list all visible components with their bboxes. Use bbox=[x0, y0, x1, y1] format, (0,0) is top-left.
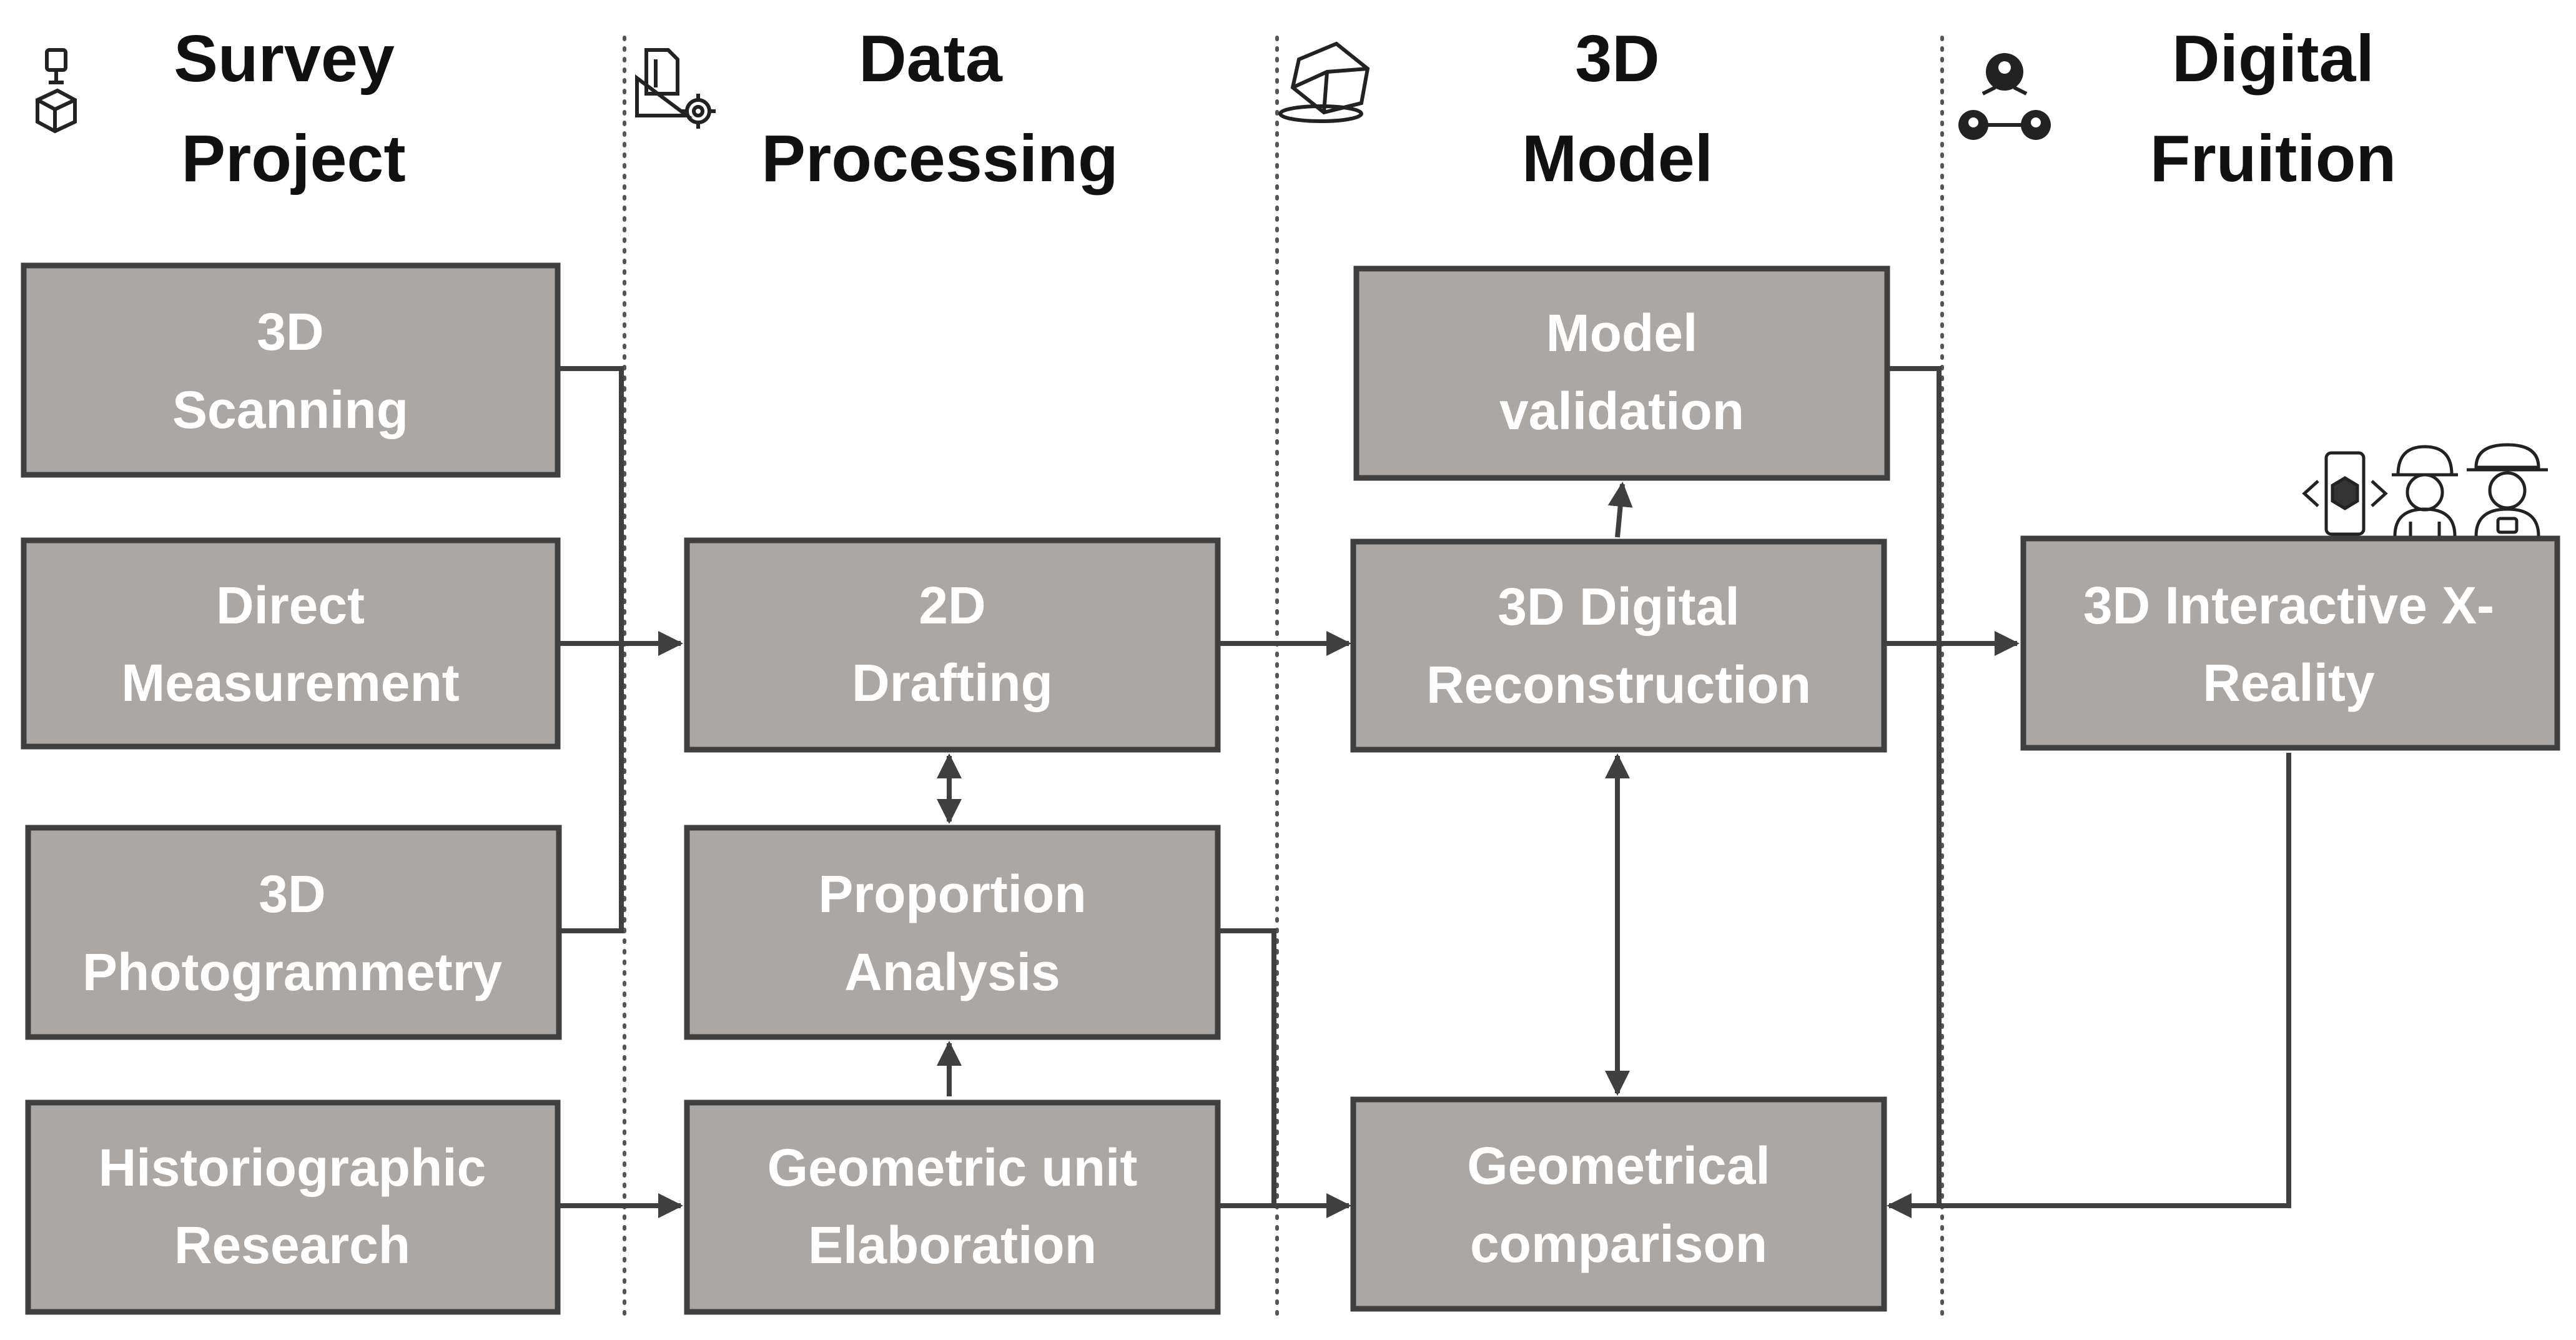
connector-xreality-to-comparison bbox=[1887, 753, 2291, 1218]
header-data-line1: Data bbox=[859, 22, 1003, 96]
box-2d-drafting: 2D Drafting bbox=[684, 537, 1221, 753]
header-fruition-line2: Fruition bbox=[2150, 122, 2396, 196]
header-fruition-line1: Digital bbox=[2172, 22, 2374, 96]
box-3d-scanning: 3D Scanning bbox=[21, 262, 561, 478]
box-direct-measurement-line2: Measurement bbox=[121, 653, 460, 712]
engineer-icon bbox=[2392, 445, 2458, 537]
box-2d-drafting-line1: 2D bbox=[919, 576, 985, 635]
header-model-line1: 3D bbox=[1575, 22, 1660, 96]
box-reconstruction-line2: Reconstruction bbox=[1426, 655, 1811, 714]
box-direct-measurement: Direct Measurement bbox=[21, 537, 561, 750]
box-model-validation-line1: Model bbox=[1546, 304, 1698, 362]
column-dividers bbox=[623, 36, 1944, 1320]
box-proportion-line2: Analysis bbox=[844, 943, 1060, 1001]
connector-scanning-bus bbox=[558, 366, 624, 933]
box-3d-interactive-x-reality: 3D Interactive X- Reality bbox=[2020, 535, 2560, 751]
box-geometric-unit-line2: Elaboration bbox=[808, 1216, 1097, 1274]
box-historiographic-line2: Research bbox=[174, 1216, 410, 1274]
box-3d-scanning-line2: Scanning bbox=[172, 380, 408, 439]
header-survey-line1: Survey bbox=[174, 22, 395, 96]
ar-phone-icon bbox=[2302, 451, 2388, 536]
header-3d-model: 3D Model bbox=[1522, 22, 1713, 196]
box-3d-photogrammetry: 3D Photogrammetry bbox=[25, 825, 562, 1040]
connector-validation-bus bbox=[1886, 366, 1942, 1206]
connector-proportion-to-comparison bbox=[1218, 928, 1351, 1218]
box-reconstruction-line1: 3D Digital bbox=[1498, 577, 1739, 636]
box-xreality-line1: 3D Interactive X- bbox=[2083, 576, 2494, 635]
box-3d-scanning-line1: 3D bbox=[257, 302, 323, 361]
header-data-processing: Data Processing bbox=[761, 22, 1118, 196]
box-geometrical-comparison-line1: Geometrical bbox=[1467, 1136, 1770, 1195]
box-3d-photogrammetry-line2: Photogrammetry bbox=[82, 943, 502, 1001]
scanner-cube-icon bbox=[36, 48, 77, 134]
box-historiographic-research: Historiographic Research bbox=[25, 1099, 561, 1315]
header-digital-fruition: Digital Fruition bbox=[2150, 22, 2396, 196]
box-proportion-line1: Proportion bbox=[818, 865, 1086, 923]
drafting-tools-gear-icon bbox=[635, 48, 716, 129]
box-model-validation-line2: validation bbox=[1499, 382, 1744, 440]
connectors bbox=[558, 366, 2291, 1218]
box-historiographic-line1: Historiographic bbox=[99, 1138, 486, 1197]
box-3d-photogrammetry-line1: 3D bbox=[259, 865, 325, 923]
box-model-validation: Model validation bbox=[1353, 266, 1890, 481]
box-3d-digital-reconstruction: 3D Digital Reconstruction bbox=[1350, 538, 1887, 753]
header-data-line2: Processing bbox=[761, 122, 1118, 196]
connector-reconstruction-to-validation bbox=[1607, 482, 1633, 538]
box-xreality-line2: Reality bbox=[2203, 653, 2375, 712]
header-model-line2: Model bbox=[1522, 122, 1713, 196]
box-geometrical-comparison: Geometrical comparison bbox=[1350, 1096, 1887, 1312]
box-2d-drafting-line2: Drafting bbox=[852, 653, 1053, 712]
box-direct-measurement-line1: Direct bbox=[216, 576, 365, 635]
box-proportion-analysis: Proportion Analysis bbox=[684, 825, 1221, 1040]
visitor-icon bbox=[2467, 443, 2548, 537]
header-survey-project: Survey Project bbox=[174, 22, 405, 196]
box-geometrical-comparison-line2: comparison bbox=[1470, 1214, 1767, 1273]
box-geometric-unit-line1: Geometric unit bbox=[767, 1138, 1138, 1197]
3d-cube-icon bbox=[1278, 41, 1370, 123]
user-network-icon bbox=[1958, 53, 2051, 140]
header-survey-line2: Project bbox=[181, 122, 405, 196]
box-geometric-unit-elaboration: Geometric unit Elaboration bbox=[684, 1099, 1221, 1315]
